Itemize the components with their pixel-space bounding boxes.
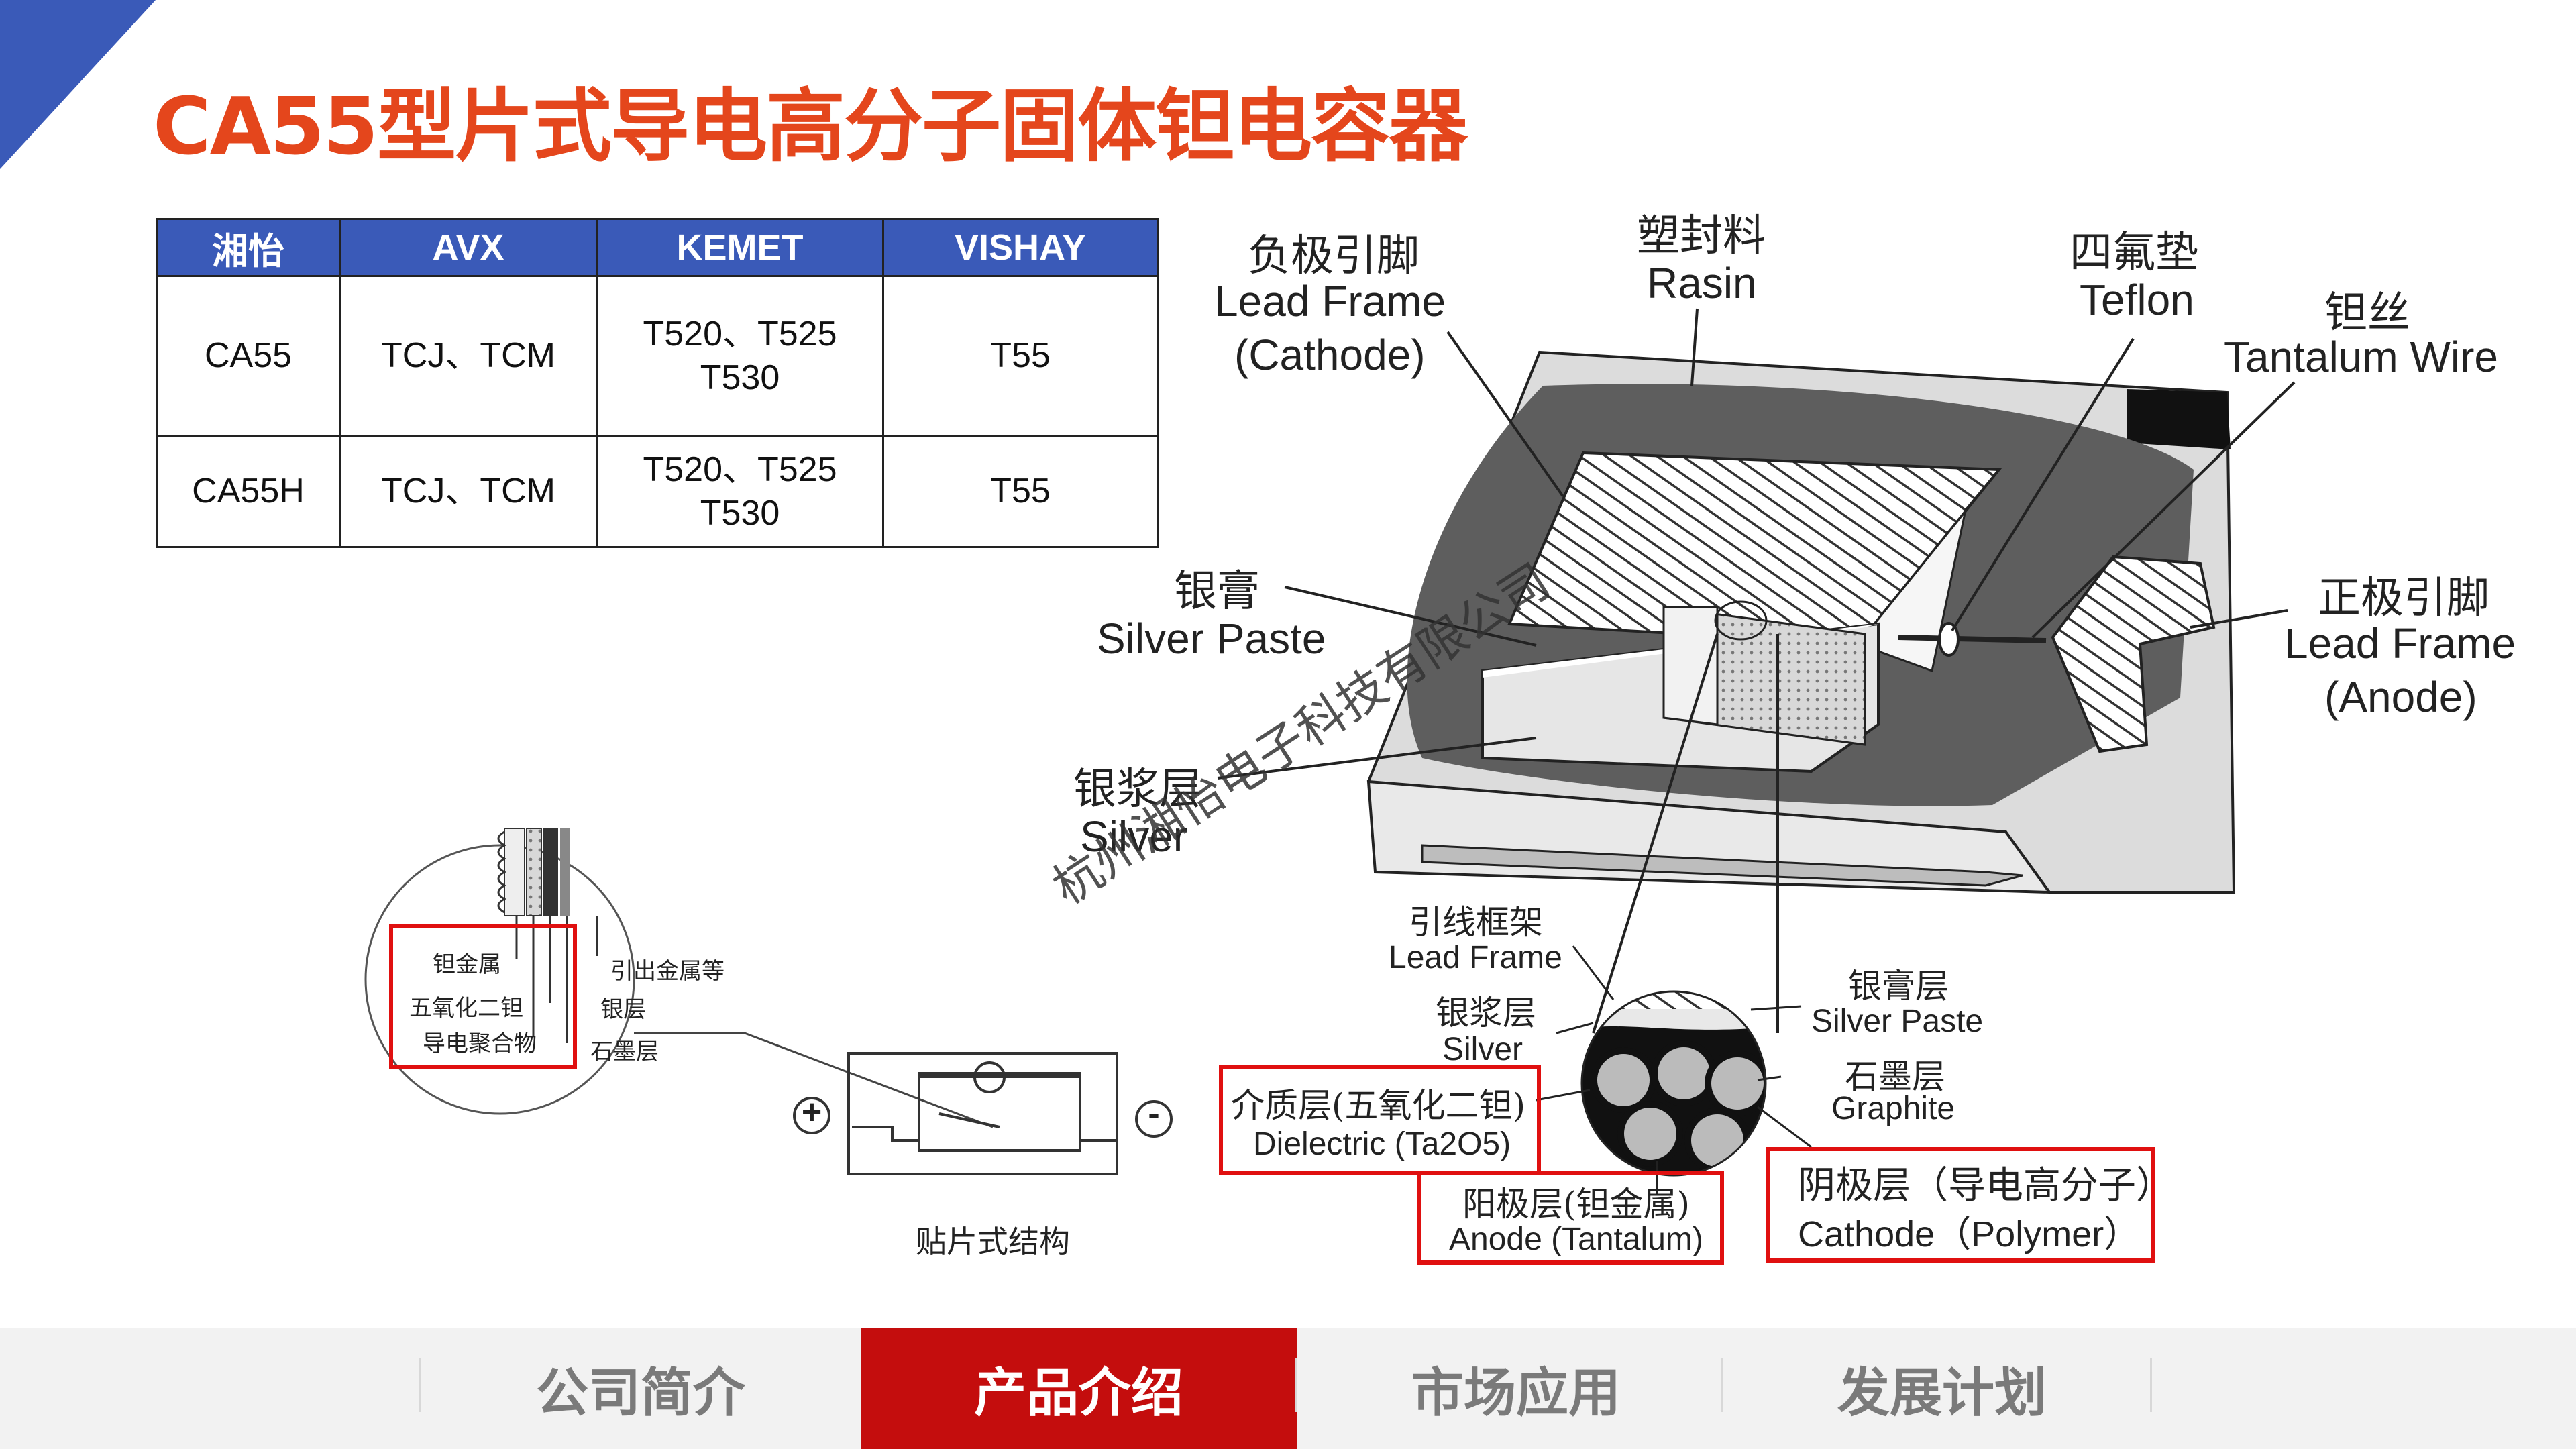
header-avx: AVX bbox=[339, 218, 598, 277]
circle-lead: 引出金属等 bbox=[610, 958, 724, 985]
nav-company-intro[interactable]: 公司简介 bbox=[535, 1363, 745, 1424]
anode-frame-en2: (Anode) bbox=[2324, 673, 2477, 721]
silver-layer-zh: 银浆层 bbox=[1073, 765, 1202, 814]
cell-kemet: T520、T525 T530 bbox=[596, 435, 884, 548]
corner-decoration bbox=[0, 0, 156, 169]
nav-market-application[interactable]: 市场应用 bbox=[1411, 1363, 1621, 1424]
detail-silver-en: Silver bbox=[1442, 1032, 1523, 1067]
cathode-highlight bbox=[1766, 1147, 2155, 1263]
layer-inset bbox=[1536, 945, 1812, 1194]
nav-development-plan[interactable]: 发展计划 bbox=[1837, 1363, 2047, 1424]
anode-frame-en1: Lead Frame bbox=[2284, 619, 2516, 667]
silver-paste-en: Silver Paste bbox=[1097, 614, 1326, 663]
page-title: CA55型片式导电高分子固体钽电容器 bbox=[153, 80, 1468, 172]
graphite-en: Graphite bbox=[1831, 1091, 1955, 1126]
cathode-frame-en2: (Cathode) bbox=[1234, 331, 1426, 379]
capacitor-diagram bbox=[364, 308, 2296, 1194]
chip-schematic bbox=[793, 1052, 1173, 1175]
header-vishay: VISHAY bbox=[882, 218, 1159, 277]
circle-silver: 银层 bbox=[600, 996, 646, 1023]
detail-frame-en: Lead Frame bbox=[1389, 940, 1562, 975]
graphite-zh: 石墨层 bbox=[1845, 1057, 1945, 1096]
header-kemet: KEMET bbox=[596, 218, 884, 277]
dielectric-zh: 介质层(五氧化二钽) bbox=[1231, 1086, 1526, 1125]
dielectric-en: Dielectric (Ta2O5) bbox=[1253, 1126, 1511, 1162]
teflon-en: Teflon bbox=[2080, 276, 2194, 324]
nav-divider bbox=[1295, 1358, 1297, 1412]
circle-polymer: 导电聚合物 bbox=[423, 1030, 537, 1057]
capacitor-body bbox=[1366, 350, 2236, 894]
nav-divider bbox=[2150, 1358, 2152, 1412]
cathode-frame-zh: 负极引脚 bbox=[1248, 231, 1419, 281]
nav-divider bbox=[1721, 1358, 1723, 1412]
circle-highlight bbox=[389, 924, 577, 1069]
cell-model: CA55 bbox=[156, 275, 341, 437]
detail-frame-zh: 引线框架 bbox=[1409, 903, 1543, 942]
circle-tantalum: 钽金属 bbox=[433, 951, 501, 978]
chip-caption: 贴片式结构 bbox=[916, 1224, 1070, 1260]
table-header-row: 湘怡 AVX KEMET VISHAY bbox=[156, 218, 1159, 277]
cell-kemet-line1: T520、T525 bbox=[643, 314, 837, 354]
table-row: CA55 TCJ、TCM T520、T525 T530 T55 bbox=[156, 275, 1159, 437]
dielectric-highlight bbox=[1219, 1065, 1541, 1175]
wire-zh: 钽丝 bbox=[2324, 288, 2410, 338]
cell-vishay: T55 bbox=[882, 435, 1159, 548]
silver-paste-zh: 银膏 bbox=[1174, 567, 1260, 616]
cell-kemet: T520、T525 T530 bbox=[596, 275, 884, 437]
cell-avx: TCJ、TCM bbox=[339, 435, 598, 548]
brand-comparison-table: 湘怡 AVX KEMET VISHAY CA55 TCJ、TCM T520、T5… bbox=[156, 218, 1159, 548]
resin-zh: 塑封料 bbox=[1637, 211, 1766, 261]
cell-kemet-line2: T530 bbox=[700, 493, 780, 533]
anode-frame-zh: 正极引脚 bbox=[2318, 574, 2489, 623]
nav-divider bbox=[419, 1358, 421, 1412]
cell-avx: TCJ、TCM bbox=[339, 275, 598, 437]
anode-en: Anode (Tantalum) bbox=[1449, 1222, 1703, 1257]
cell-vishay: T55 bbox=[882, 275, 1159, 437]
cathode-zh: 阴极层（导电高分子） bbox=[1798, 1164, 2174, 1208]
wire-en: Tantalum Wire bbox=[2224, 333, 2498, 381]
minus-sign: - bbox=[1148, 1094, 1160, 1133]
plus-sign: + bbox=[801, 1093, 822, 1132]
silver-layer-en: Silver bbox=[1080, 812, 1188, 861]
teflon-zh: 四氟垫 bbox=[2070, 228, 2198, 278]
resin-en: Rasin bbox=[1647, 259, 1757, 307]
nav-product-intro[interactable]: 产品介绍 bbox=[861, 1328, 1297, 1449]
layer-structure-circle bbox=[364, 828, 994, 1128]
cell-kemet-line1: T520、T525 bbox=[643, 449, 837, 489]
table-row: CA55H TCJ、TCM T520、T525 T530 T55 bbox=[156, 435, 1159, 548]
anode-highlight bbox=[1417, 1171, 1724, 1265]
cell-kemet-line2: T530 bbox=[700, 358, 780, 397]
cathode-frame-en1: Lead Frame bbox=[1214, 277, 1446, 325]
detail-silver-zh: 银浆层 bbox=[1436, 994, 1536, 1032]
detail-paste-zh: 银膏层 bbox=[1848, 967, 1949, 1006]
detail-paste-en: Silver Paste bbox=[1811, 1004, 1984, 1039]
header-xiangyi: 湘怡 bbox=[156, 218, 341, 277]
circle-pentoxide: 五氧化二钽 bbox=[409, 995, 523, 1022]
bottom-nav: 公司简介 产品介绍 市场应用 发展计划 bbox=[0, 1328, 2576, 1449]
cell-model: CA55H bbox=[156, 435, 341, 548]
anode-zh: 阳极层(钽金属) bbox=[1462, 1185, 1690, 1224]
cathode-en: Cathode（Polymer） bbox=[1798, 1214, 2141, 1254]
circle-graphite: 石墨层 bbox=[590, 1038, 659, 1065]
leader-lines bbox=[1217, 308, 2296, 1034]
